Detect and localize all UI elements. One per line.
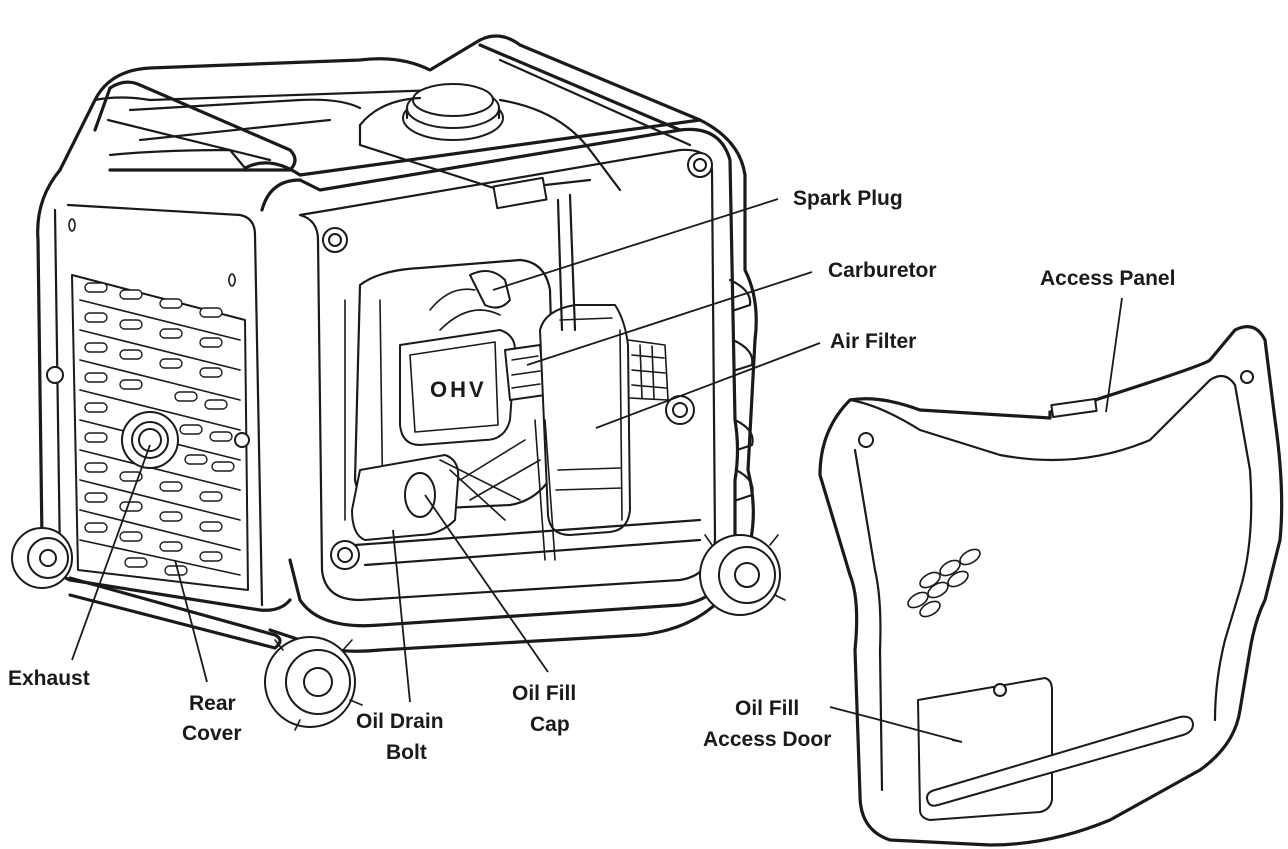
wheel-rear-left: [11, 527, 73, 589]
engine-internals: OHV: [344, 193, 702, 567]
wheel-front-left: [264, 636, 363, 731]
leader-exhaust: [71, 444, 151, 661]
callout-labels: Spark Plug Carburetor Access Panel Air F…: [8, 187, 1175, 764]
label-rear-cover-line1: Rear: [189, 692, 236, 715]
cylinder-head: [399, 329, 516, 446]
label-oil-fill-access-door-line1: Oil Fill: [735, 697, 799, 720]
leader-air-filter: [595, 342, 821, 429]
oil-fill-cap: [404, 472, 436, 518]
label-rear-cover-line2: Cover: [182, 722, 242, 745]
leader-rear-cover: [174, 559, 208, 683]
leader-carburetor: [526, 271, 813, 366]
spark-plug: [469, 270, 511, 309]
panel-vents: [907, 548, 981, 618]
label-oil-drain-bolt-line1: Oil Drain: [356, 710, 444, 733]
label-oil-fill-cap-line2: Cap: [530, 713, 570, 736]
generator-illustration: OHV: [11, 34, 786, 731]
wheel-front-right: [699, 534, 786, 616]
air-filter-box: [539, 304, 631, 536]
label-air-filter: Air Filter: [830, 330, 916, 353]
label-access-panel: Access Panel: [1040, 267, 1175, 290]
leader-oil-fill-cap: [424, 494, 549, 673]
leader-oil-fill-access-door: [829, 706, 963, 743]
ohv-badge: OHV: [430, 377, 487, 402]
label-oil-drain-bolt-line2: Bolt: [386, 741, 427, 764]
access-panel-illustration: [818, 325, 1284, 847]
leader-access-panel: [1105, 297, 1123, 413]
label-spark-plug: Spark Plug: [793, 187, 903, 210]
label-exhaust: Exhaust: [8, 667, 90, 690]
rear-cover-grille: [71, 274, 249, 591]
label-oil-fill-cap-line1: Oil Fill: [512, 682, 576, 705]
label-carburetor: Carburetor: [828, 259, 937, 282]
leader-spark-plug: [492, 198, 779, 291]
label-oil-fill-access-door-line2: Access Door: [703, 728, 831, 751]
leader-oil-drain-bolt: [392, 529, 411, 703]
access-panel-handle: [926, 715, 1194, 807]
leader-lines: [71, 198, 1123, 743]
